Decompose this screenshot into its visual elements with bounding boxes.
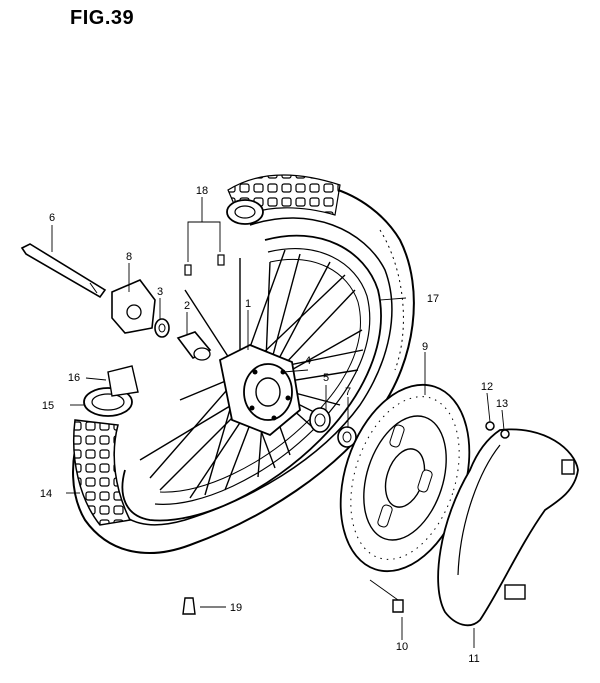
rim	[121, 234, 382, 522]
callout-10: 10	[396, 641, 408, 653]
callout-12: 12	[481, 381, 493, 393]
callout-9: 9	[422, 341, 428, 353]
callout-14: 14	[40, 488, 52, 500]
tube-and-tire-section	[72, 365, 139, 526]
callout-15: 15	[42, 400, 54, 412]
oil-seal	[154, 318, 170, 338]
bearing	[309, 407, 357, 448]
callout-8: 8	[126, 251, 132, 263]
disc-cover	[437, 428, 579, 627]
hub	[218, 344, 301, 437]
callout-labels: 1 2 3 4 5 6 7 8 9 10 11 12 13 14 15 16 1…	[40, 185, 508, 665]
callout-1: 1	[245, 298, 251, 310]
axle	[20, 243, 107, 299]
callout-2: 2	[184, 300, 190, 312]
leader-lines	[51, 197, 505, 648]
callout-4: 4	[305, 355, 311, 367]
spacer	[176, 331, 212, 361]
tire	[72, 174, 415, 554]
callout-7: 7	[345, 386, 351, 398]
callout-3: 3	[157, 286, 163, 298]
callout-6: 6	[49, 212, 55, 224]
callout-18: 18	[196, 185, 208, 197]
figure-title: FIG.39	[70, 7, 135, 29]
callout-5: 5	[323, 372, 329, 384]
callout-19: 19	[230, 602, 242, 614]
callout-11: 11	[468, 653, 479, 665]
speedometer-gearbox	[111, 279, 156, 334]
callout-13: 13	[496, 398, 508, 410]
brake-disc	[339, 383, 471, 573]
callout-16: 16	[68, 372, 80, 384]
callout-17: 17	[427, 293, 439, 305]
